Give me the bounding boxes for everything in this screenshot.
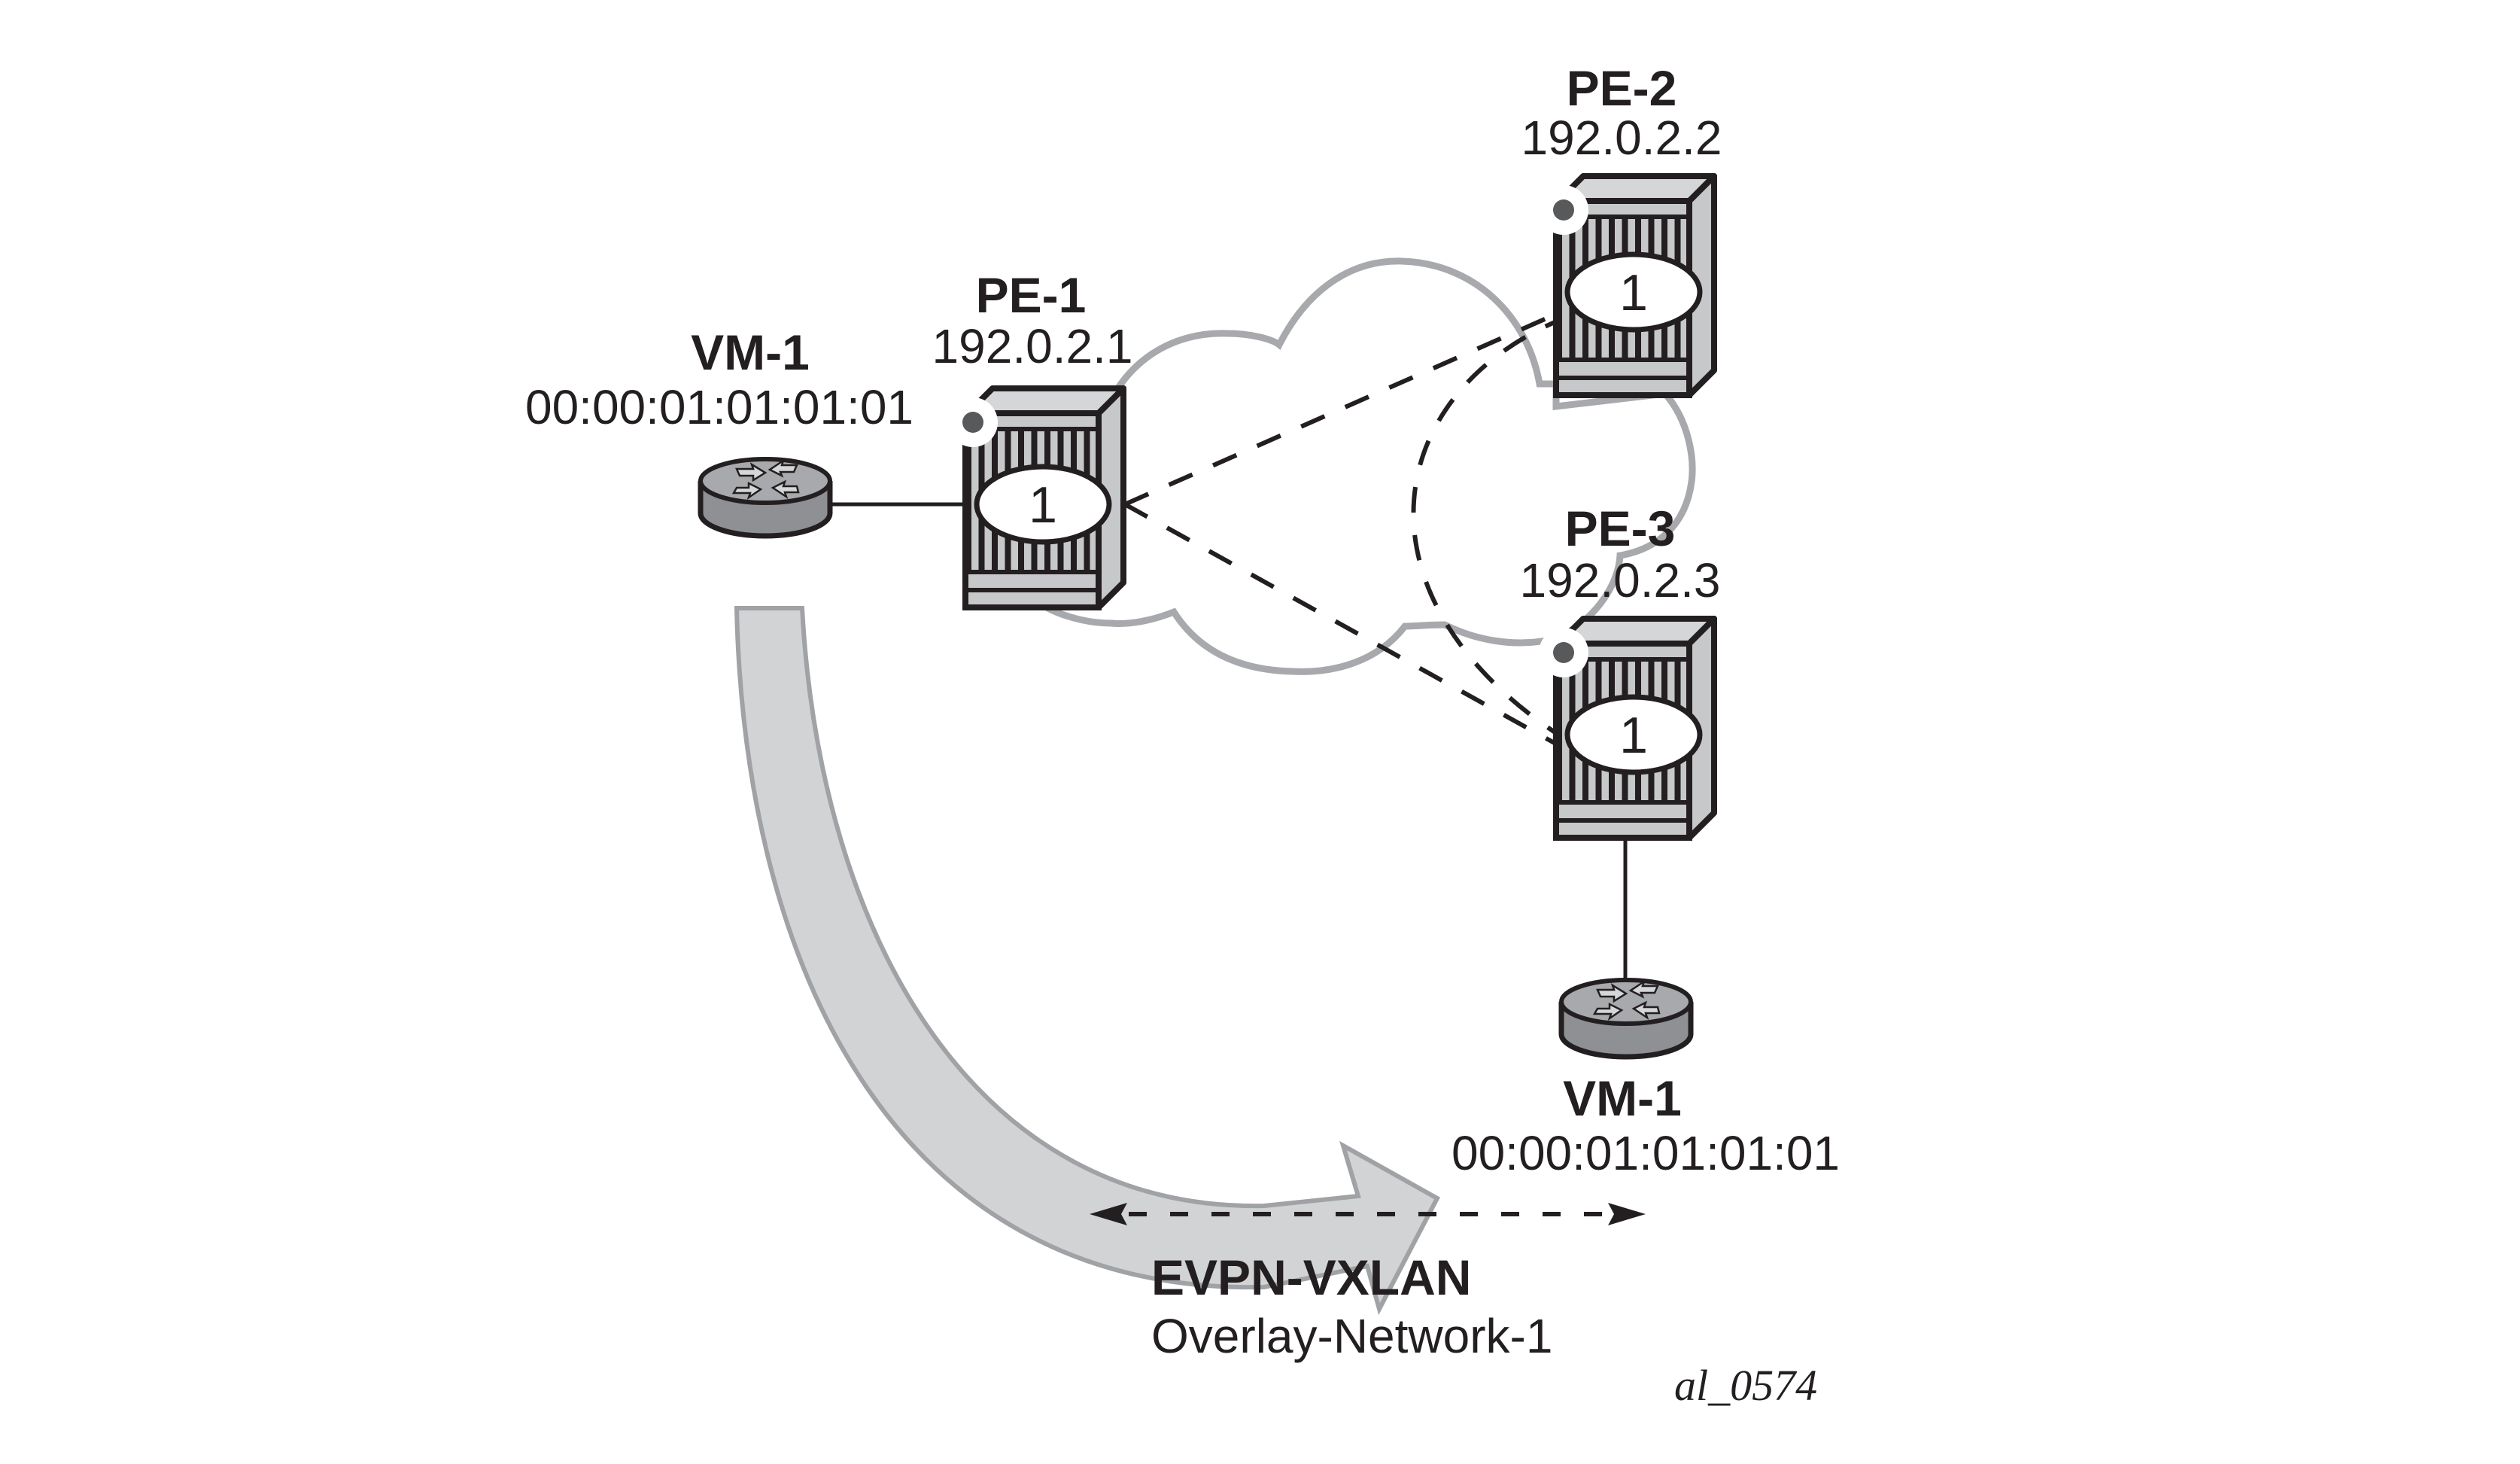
underlay-cloud bbox=[1026, 257, 1696, 675]
overlay-link-pe1-pe2 bbox=[1123, 308, 1567, 507]
vm-router-icon bbox=[701, 459, 830, 536]
pe1-service-id: 1 bbox=[1029, 476, 1057, 534]
pe2-name: PE-2 bbox=[1567, 60, 1677, 116]
vm-migration-arrow-icon bbox=[734, 606, 1441, 1316]
pe1-ip: 192.0.2.1 bbox=[932, 319, 1133, 373]
legend-subtitle: Overlay-Network-1 bbox=[1151, 1309, 1552, 1363]
legend: EVPN-VXLAN Overlay-Network-1 bbox=[1090, 1203, 1646, 1363]
pe1-node: 1 PE-1 192.0.2.1 bbox=[932, 267, 1133, 607]
overlay-link-pe1-pe3 bbox=[1123, 502, 1567, 751]
pe3-service-id: 1 bbox=[1619, 707, 1648, 764]
vm1-source-name: VM-1 bbox=[691, 324, 810, 380]
pe3-node: 1 PE-3 192.0.2.3 bbox=[1520, 501, 1721, 838]
pe3-ip: 192.0.2.3 bbox=[1520, 553, 1721, 607]
double-headed-dashed-arrow-icon bbox=[1090, 1203, 1646, 1225]
vm1-source-mac: 00:00:01:01:01:01 bbox=[525, 380, 913, 434]
legend-title: EVPN-VXLAN bbox=[1151, 1249, 1471, 1305]
pe2-service-id: 1 bbox=[1619, 264, 1648, 321]
pe1-name: PE-1 bbox=[976, 267, 1087, 323]
vm-router-icon bbox=[1561, 980, 1691, 1057]
vm1-source-node: VM-1 00:00:01:01:01:01 bbox=[525, 324, 913, 536]
figure-reference-id: al_0574 bbox=[1674, 1361, 1817, 1410]
vm1-destination-name: VM-1 bbox=[1563, 1070, 1682, 1126]
pe3-name: PE-3 bbox=[1565, 501, 1676, 556]
pe2-ip: 192.0.2.2 bbox=[1521, 111, 1722, 165]
pe2-node: 1 PE-2 192.0.2.2 bbox=[1521, 60, 1722, 395]
vm1-destination-mac: 00:00:01:01:01:01 bbox=[1452, 1126, 1840, 1180]
overlay-link-pe2-pe3 bbox=[1411, 314, 1570, 744]
vm1-destination-node: VM-1 00:00:01:01:01:01 bbox=[1452, 980, 1840, 1180]
